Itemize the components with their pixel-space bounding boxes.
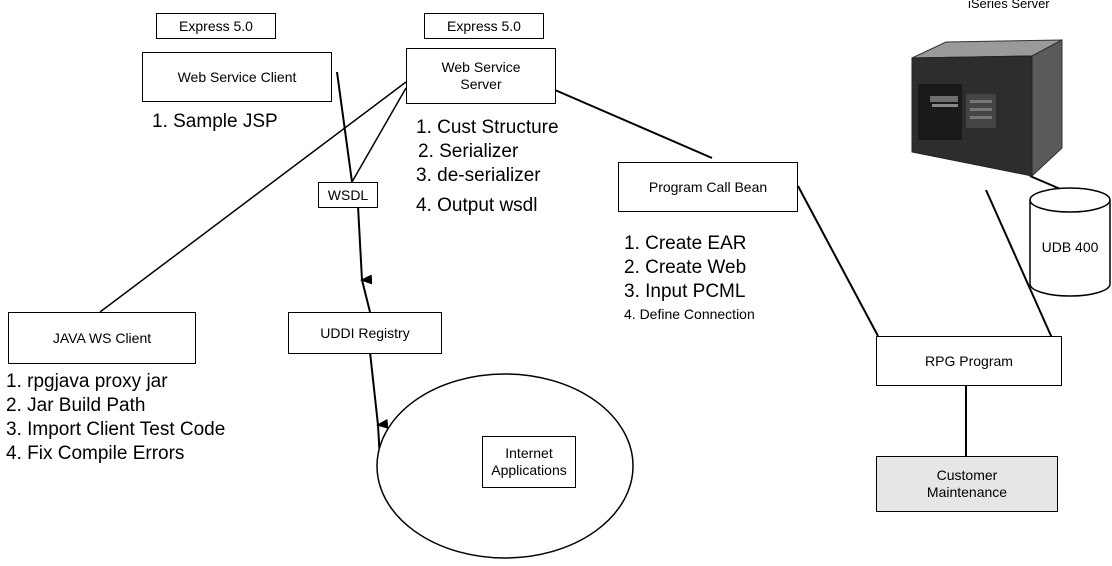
java-client-step: 3. Import Client Test Code	[6, 419, 226, 440]
ws-server-step: 3. de-serializer	[416, 165, 541, 186]
customer-maintenance-box: Customer Maintenance	[876, 456, 1058, 512]
ws-server-step: 1. Cust Structure	[416, 117, 559, 138]
web-service-client-box: Web Service Client	[142, 52, 332, 102]
java-client-step: 4. Fix Compile Errors	[6, 443, 185, 464]
udb-cylinder	[1029, 187, 1111, 297]
rpg-program-box: RPG Program	[876, 336, 1062, 386]
java-client-steps: 1. rpgjava proxy jar 2. Jar Build Path 3…	[6, 370, 225, 466]
program-call-bean-box: Program Call Bean	[618, 162, 798, 212]
ws-client-step: 1. Sample JSP	[152, 111, 278, 132]
express-left-box: Express 5.0	[156, 13, 276, 39]
java-client-step: 2. Jar Build Path	[6, 395, 146, 416]
program-call-step: 3. Input PCML	[624, 281, 746, 302]
server-to-java-client-line	[99, 81, 407, 313]
wsdl-to-uddi-line	[361, 279, 371, 313]
java-client-step: 1. rpgjava proxy jar	[6, 371, 168, 392]
wsdl-to-uddi-arrow	[357, 205, 373, 285]
iseries-server-label: iSeries Server	[968, 0, 1050, 11]
web-service-server-box: Web Service Server	[406, 48, 556, 104]
uddi-registry-box: UDDI Registry	[288, 312, 442, 354]
program-call-step: 2. Create Web	[624, 257, 747, 278]
client-to-wsdl-line	[336, 71, 353, 183]
server-to-rpg-line	[985, 189, 1061, 357]
ws-server-steps: 1. Cust Structure 2. Serializer 3. de-se…	[416, 116, 559, 218]
server-to-pcb-line	[554, 89, 713, 159]
program-call-steps: 1. Create EAR 2. Create Web 3. Input PCM…	[624, 232, 755, 324]
iseries-server-icon	[911, 39, 1063, 178]
internet-applications-box: Internet Applications	[482, 436, 576, 488]
uddi-to-internet-arrow	[369, 351, 389, 429]
program-call-step: 4. Define Connection	[624, 306, 755, 322]
express-right-box: Express 5.0	[424, 13, 544, 39]
wsdl-box: WSDL	[318, 182, 378, 208]
udb-400-label: UDB 400	[1041, 238, 1099, 255]
ws-client-steps: 1. Sample JSP	[152, 110, 278, 134]
java-ws-client-box: JAVA WS Client	[8, 312, 196, 364]
pcb-to-rpg-line	[797, 185, 879, 337]
program-call-step: 1. Create EAR	[624, 233, 747, 254]
ws-server-step: 4. Output wsdl	[416, 195, 538, 216]
server-to-wsdl-line	[351, 87, 407, 183]
ws-server-step: 2. Serializer	[418, 141, 519, 162]
